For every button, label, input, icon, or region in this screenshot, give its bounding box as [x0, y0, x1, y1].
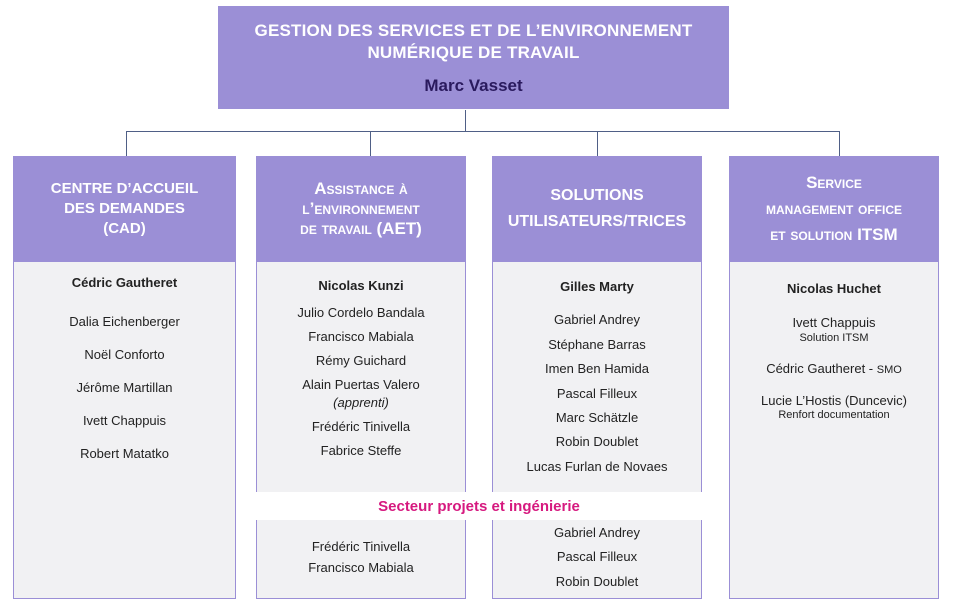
solutions-member: Robin Doublet — [555, 434, 639, 449]
connector-drop-smo — [839, 131, 840, 156]
smo-header: Service management office et solution IT… — [729, 156, 939, 262]
cad-member: Robert Matatko — [80, 446, 169, 461]
solutions-member: Pascal Filleux — [556, 386, 638, 401]
aet-member: Alain Puertas Valero — [302, 377, 420, 392]
solutions-member: Imen Ben Hamida — [544, 361, 650, 376]
cad-title-line1: CENTRE D’ACCUEIL — [50, 180, 199, 197]
cad-title-line3: (CAD) — [103, 220, 146, 237]
top-title-line1: GESTION DES SERVICES ET DE L’ENVIRONNEME… — [254, 20, 693, 40]
smo-member-name: Cédric Gautheret - — [766, 361, 877, 376]
solutions-project-member: Pascal Filleux — [556, 549, 638, 564]
solutions-project-member: Robin Doublet — [555, 574, 639, 589]
aet-member-note: (apprenti) — [333, 395, 389, 410]
solutions-panel: Gilles Marty Gabriel Andrey Stéphane Bar… — [492, 262, 702, 599]
connector-bar — [126, 131, 840, 132]
cad-panel: Cédric Gautheret Dalia Eichenberger Noël… — [13, 262, 236, 599]
connector-drop-solutions — [597, 131, 598, 156]
sector-band: Secteur projets et ingénierie — [256, 492, 702, 520]
cad-member: Ivett Chappuis — [82, 413, 167, 428]
aet-panel: Nicolas Kunzi Julio Cordelo Bandala Fran… — [256, 262, 466, 599]
smo-member-role: SMO — [876, 364, 902, 376]
cad-title-line2: DES DEMANDES — [64, 200, 185, 217]
solutions-title: SOLUTIONS UTILISATEURS/TRICES — [500, 183, 694, 235]
top-box: GESTION DES SERVICES ET DE L’ENVIRONNEME… — [218, 6, 729, 109]
solutions-header: SOLUTIONS UTILISATEURS/TRICES — [492, 156, 702, 262]
aet-lead: Nicolas Kunzi — [318, 278, 404, 293]
aet-member: Julio Cordelo Bandala — [297, 305, 425, 320]
aet-member: Rémy Guichard — [315, 353, 407, 368]
smo-title-line3: et solution ITSM — [770, 225, 898, 244]
sector-label: Secteur projets et ingénierie — [378, 497, 580, 515]
smo-member-line: Cédric Gautheret - SMO — [730, 361, 938, 376]
cad-header: CENTRE D’ACCUEIL DES DEMANDES (CAD) — [13, 156, 236, 262]
aet-member: Francisco Mabiala — [308, 329, 414, 344]
smo-title-line1: Service — [806, 173, 862, 192]
smo-member-name: Lucie L’Hostis (Duncevic) — [761, 393, 907, 408]
smo-panel: Nicolas Huchet Ivett Chappuis Solution I… — [729, 262, 939, 599]
smo-title: Service management office et solution IT… — [758, 170, 910, 248]
top-head-name: Marc Vasset — [424, 75, 523, 95]
aet-member: Frédéric Tinivella — [311, 419, 411, 434]
smo-title-line2: management office — [765, 199, 903, 218]
smo-member-role: Renfort documentation — [778, 409, 890, 421]
aet-project-member: Francisco Mabiala — [308, 560, 414, 575]
cad-member: Jérôme Martillan — [76, 380, 173, 395]
solutions-member: Gabriel Andrey — [554, 312, 640, 327]
connector-drop-aet — [370, 131, 371, 156]
cad-lead: Cédric Gautheret — [71, 275, 178, 290]
solutions-project-member: Gabriel Andrey — [554, 525, 640, 540]
solutions-title-line1: SOLUTIONS — [550, 187, 644, 204]
cad-member: Noël Conforto — [84, 347, 165, 362]
cad-member: Dalia Eichenberger — [69, 314, 180, 329]
smo-lead: Nicolas Huchet — [787, 281, 881, 296]
solutions-title-line2: UTILISATEURS/TRICES — [507, 213, 687, 230]
aet-header: Assistance à l’environnement de travail … — [256, 156, 466, 262]
solutions-member: Stéphane Barras — [548, 337, 646, 352]
solutions-member: Marc Schätzle — [555, 410, 639, 425]
cad-title: CENTRE D’ACCUEIL DES DEMANDES (CAD) — [43, 179, 207, 239]
aet-title-line2: l’environnement — [302, 199, 420, 218]
top-title: GESTION DES SERVICES ET DE L’ENVIRONNEME… — [255, 20, 693, 64]
solutions-member: Lucas Furlan de Novaes — [526, 459, 668, 474]
smo-member-role: Solution ITSM — [799, 332, 869, 344]
aet-project-member: Frédéric Tinivella — [311, 539, 411, 554]
aet-title-line3: de travail (AET) — [300, 219, 422, 238]
smo-member-name: Ivett Chappuis — [792, 315, 876, 330]
top-title-line2: NUMÉRIQUE DE TRAVAIL — [367, 42, 580, 62]
connector-drop-cad — [126, 131, 127, 156]
aet-title-line1: Assistance à — [314, 179, 408, 198]
aet-title: Assistance à l’environnement de travail … — [292, 179, 430, 239]
aet-member: Fabrice Steffe — [320, 443, 402, 458]
solutions-lead: Gilles Marty — [560, 279, 634, 294]
connector-trunk — [465, 110, 466, 132]
